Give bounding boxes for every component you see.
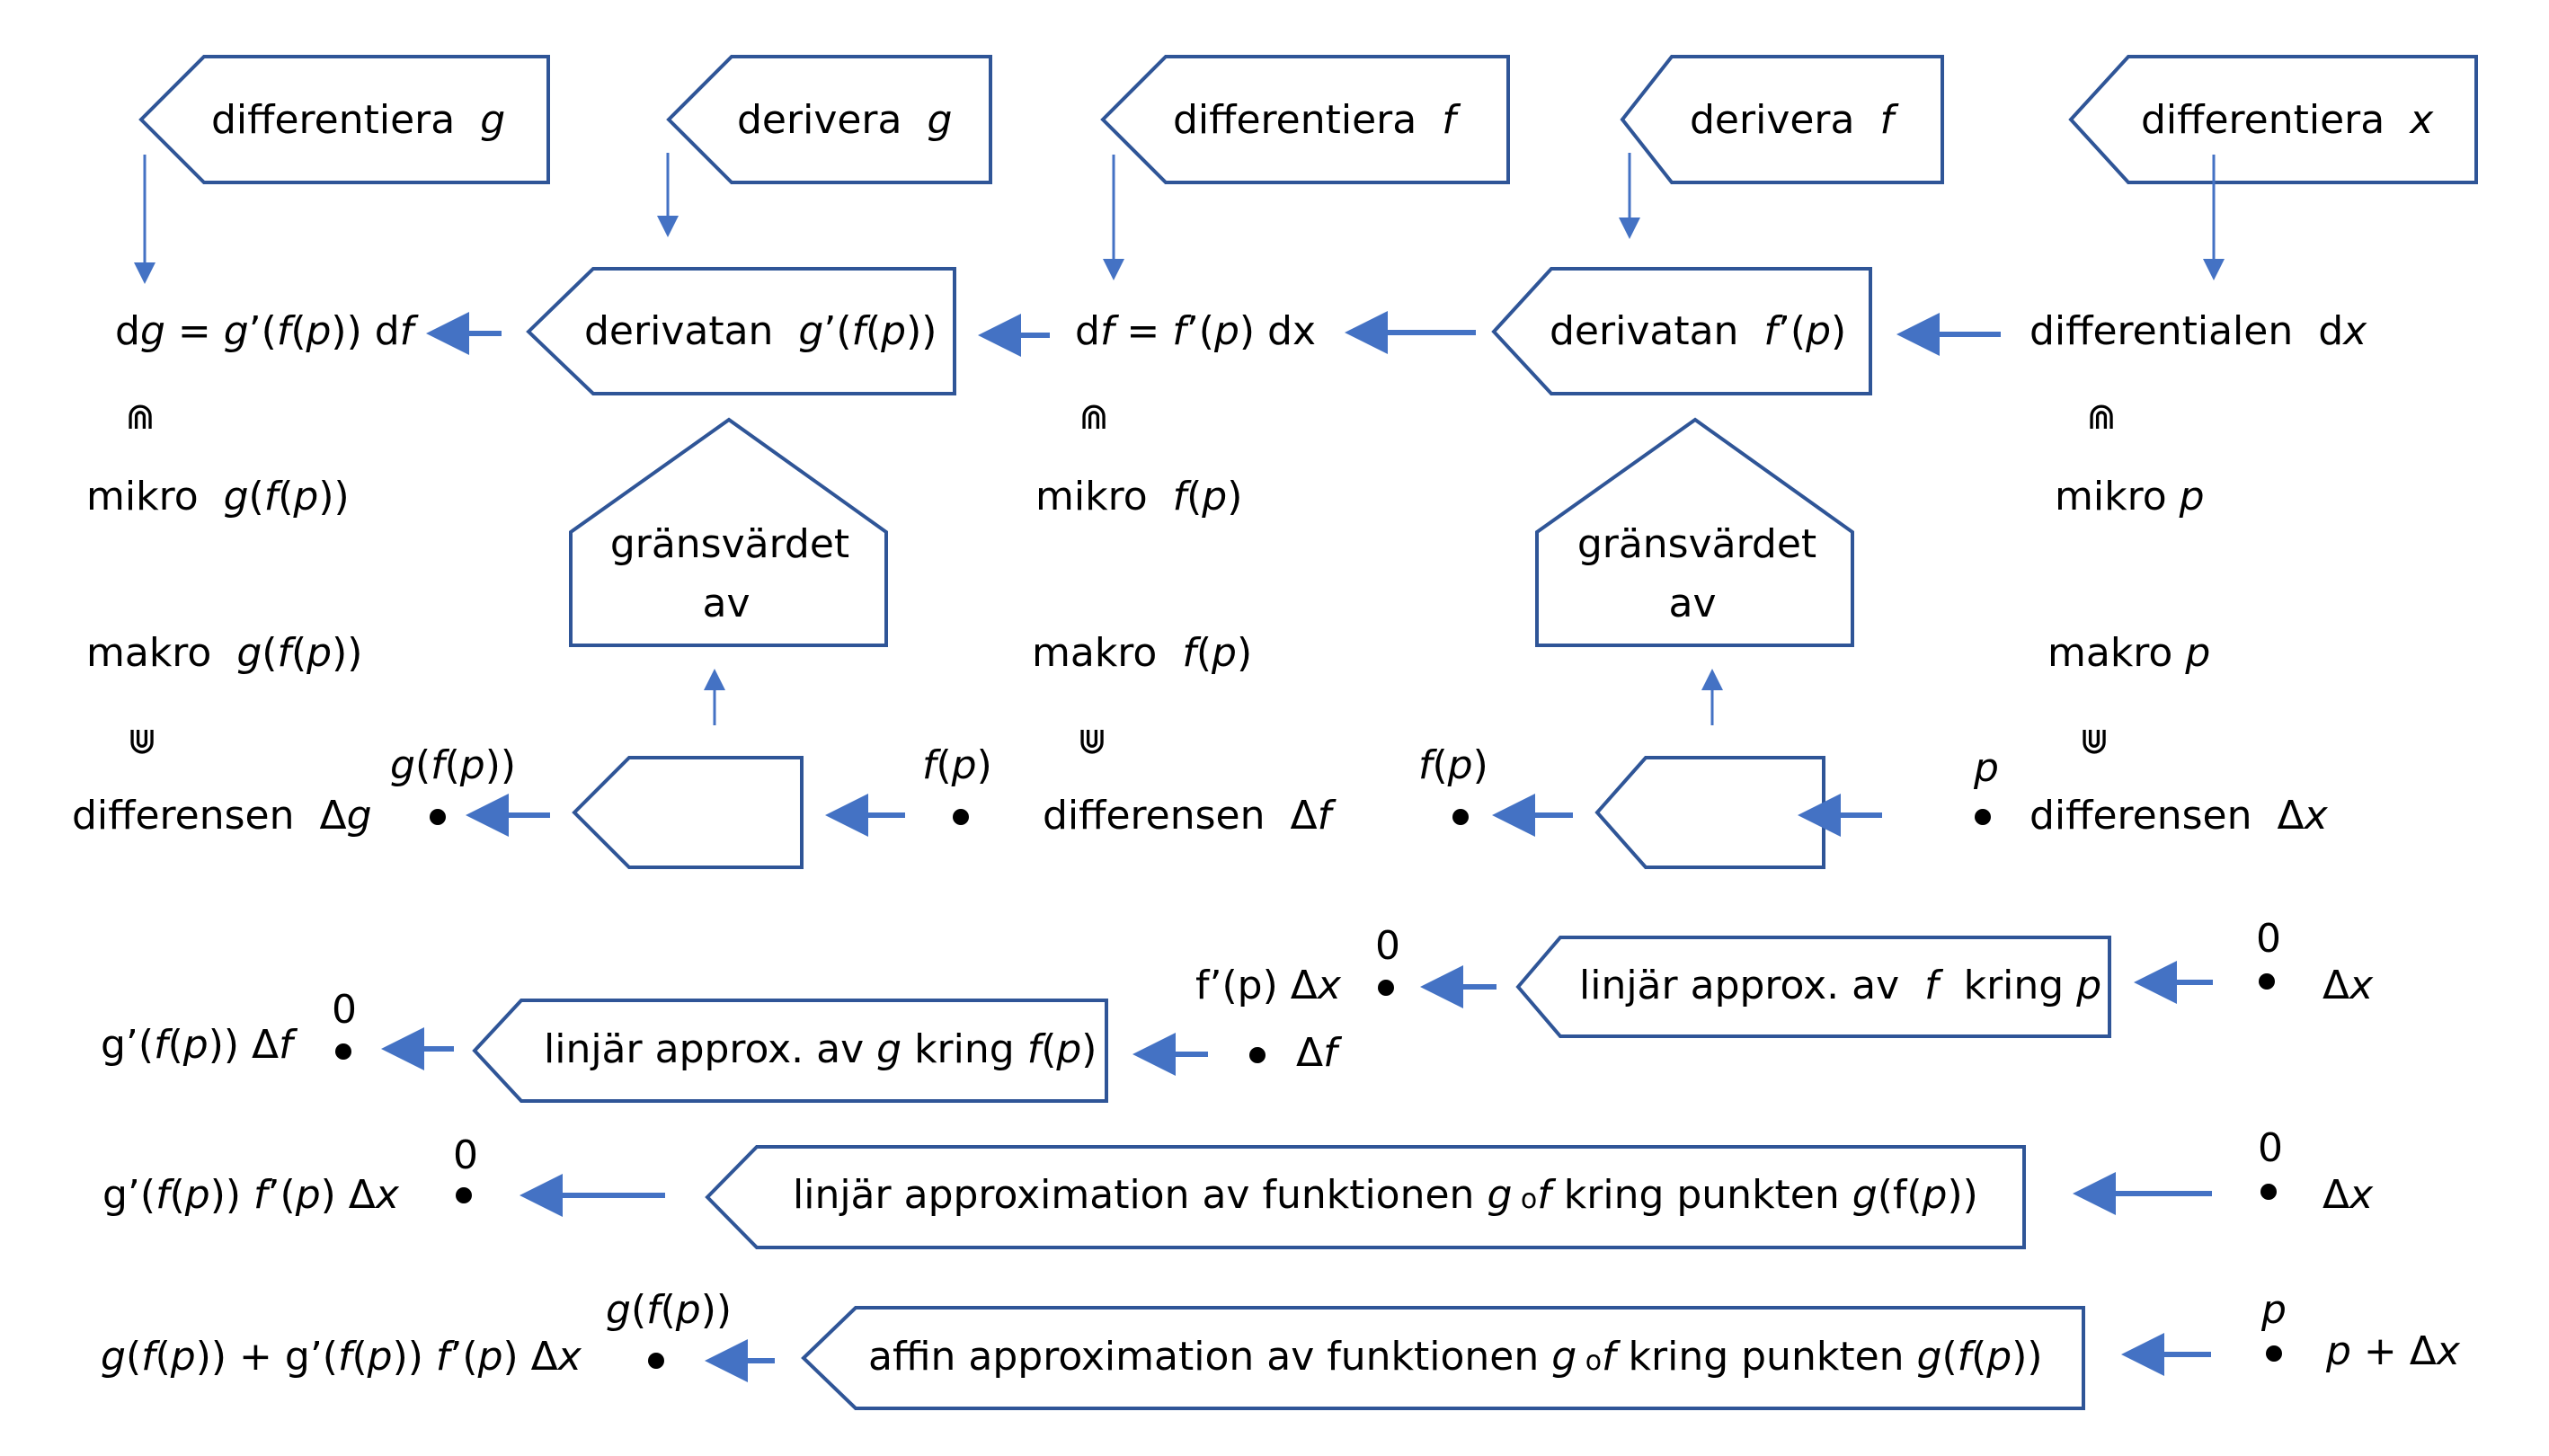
linear-g-input: Δf <box>1296 1030 1337 1076</box>
point-dot <box>456 1187 472 1203</box>
subset-symbol-g: ⋒ <box>125 396 155 438</box>
affine-point-label: g(f(p)) <box>606 1287 733 1333</box>
differensen-g: differensen Δg <box>72 793 372 839</box>
box-derivatan-g <box>526 267 956 395</box>
mikro-f: mikro f(p) <box>1035 474 1243 519</box>
subset-symbol-x: ⋒ <box>2086 396 2117 438</box>
makro-f: makro f(p) <box>1032 630 1253 676</box>
box-differentiera-f <box>1100 55 1510 184</box>
point-label-gfp: g(f(p)) <box>390 742 517 788</box>
point-dot <box>648 1353 664 1369</box>
box-empty-g <box>572 756 804 869</box>
makro-g: makro g(f(p)) <box>86 630 363 676</box>
point-dot <box>2259 973 2275 990</box>
linear-g-output: g’(f(p)) Δf <box>101 1022 293 1068</box>
box-derivatan-f <box>1491 267 1872 395</box>
zero-label: 0 <box>453 1132 478 1178</box>
box-empty-f <box>1594 756 1825 869</box>
dx-label: differentialen dx <box>2029 308 2367 354</box>
linear-composition-input: Δx <box>2323 1172 2374 1218</box>
linear-g-label: linjär approx. av g kring f(p) <box>544 1026 1097 1072</box>
box-limit-g <box>569 417 888 647</box>
box-derivera-f <box>1620 55 1944 184</box>
zero-label: 0 <box>2256 916 2281 962</box>
point-dot <box>1378 980 1394 996</box>
label-derivatan-f: derivatan f’(p) <box>1550 308 1847 354</box>
limit-g-line1: gränsvärdet <box>609 521 850 567</box>
point-label-p: p <box>1974 745 1999 791</box>
affine-composition-label: affin approximation av funktionen g of k… <box>868 1334 2043 1380</box>
differensen-x: differensen Δx <box>2029 793 2328 839</box>
affine-composition-input: p + Δx <box>2326 1328 2460 1374</box>
label-differentiera-x: differentiera x <box>2141 97 2434 143</box>
limit-g-line2: av <box>702 581 750 626</box>
point-dot <box>2266 1345 2282 1362</box>
box-limit-f <box>1535 417 1854 647</box>
point-dot <box>1249 1047 1266 1063</box>
superset-symbol-f: ⋓ <box>1077 721 1107 762</box>
point-dot <box>2260 1184 2277 1200</box>
box-linear-composition <box>705 1145 2026 1249</box>
dg-equation: dg = g’(f(p)) df <box>115 308 414 354</box>
superset-symbol-g: ⋓ <box>127 721 157 762</box>
linear-f-input: Δx <box>2323 963 2374 1008</box>
label-derivera-f: derivera f <box>1690 97 1894 143</box>
box-differentiera-x <box>2068 55 2478 184</box>
point-dot <box>335 1043 351 1060</box>
limit-f-line2: av <box>1668 581 1717 626</box>
box-affine-composition <box>801 1306 2085 1410</box>
box-differentiera-g <box>138 55 550 184</box>
point-dot <box>1975 809 1991 825</box>
mikro-p: mikro p <box>2055 474 2205 519</box>
zero-label: 0 <box>1375 923 1400 969</box>
point-dot <box>1452 809 1469 825</box>
box-derivera-g <box>666 55 992 184</box>
makro-p: makro p <box>2047 630 2211 676</box>
label-derivera-g: derivera g <box>737 97 953 143</box>
subset-symbol-f: ⋒ <box>1079 396 1109 438</box>
limit-f-line1: gränsvärdet <box>1576 521 1817 567</box>
zero-label: 0 <box>332 987 357 1033</box>
zero-label: 0 <box>2258 1125 2283 1171</box>
linear-composition-output: g’(f(p)) f’(p) Δx <box>102 1172 399 1218</box>
mikro-g: mikro g(f(p)) <box>86 474 350 519</box>
label-derivatan-g: derivatan g’(f(p)) <box>584 308 937 354</box>
point-label-fp-left: f(p) <box>922 742 992 788</box>
differensen-f: differensen Δf <box>1043 793 1332 839</box>
point-label-fp-right: f(p) <box>1418 742 1488 788</box>
point-dot <box>430 809 446 825</box>
box-linear-g <box>472 999 1108 1103</box>
affine-input-point-label: p <box>2261 1287 2287 1333</box>
df-equation: df = f’(p) dx <box>1075 308 1316 354</box>
label-differentiera-f: differentiera f <box>1173 97 1456 143</box>
box-linear-f <box>1515 936 2111 1038</box>
linear-f-label: linjär approx. av f kring p <box>1579 963 2102 1008</box>
point-dot <box>953 809 969 825</box>
label-differentiera-g: differentiera g <box>211 97 506 143</box>
affine-composition-output: g(f(p)) + g’(f(p)) f’(p) Δx <box>101 1334 582 1380</box>
superset-symbol-x: ⋓ <box>2079 721 2109 762</box>
linear-composition-label: linjär approximation av funktionen g of … <box>793 1172 1978 1218</box>
linear-f-output: f’(p) Δx <box>1195 963 1341 1008</box>
